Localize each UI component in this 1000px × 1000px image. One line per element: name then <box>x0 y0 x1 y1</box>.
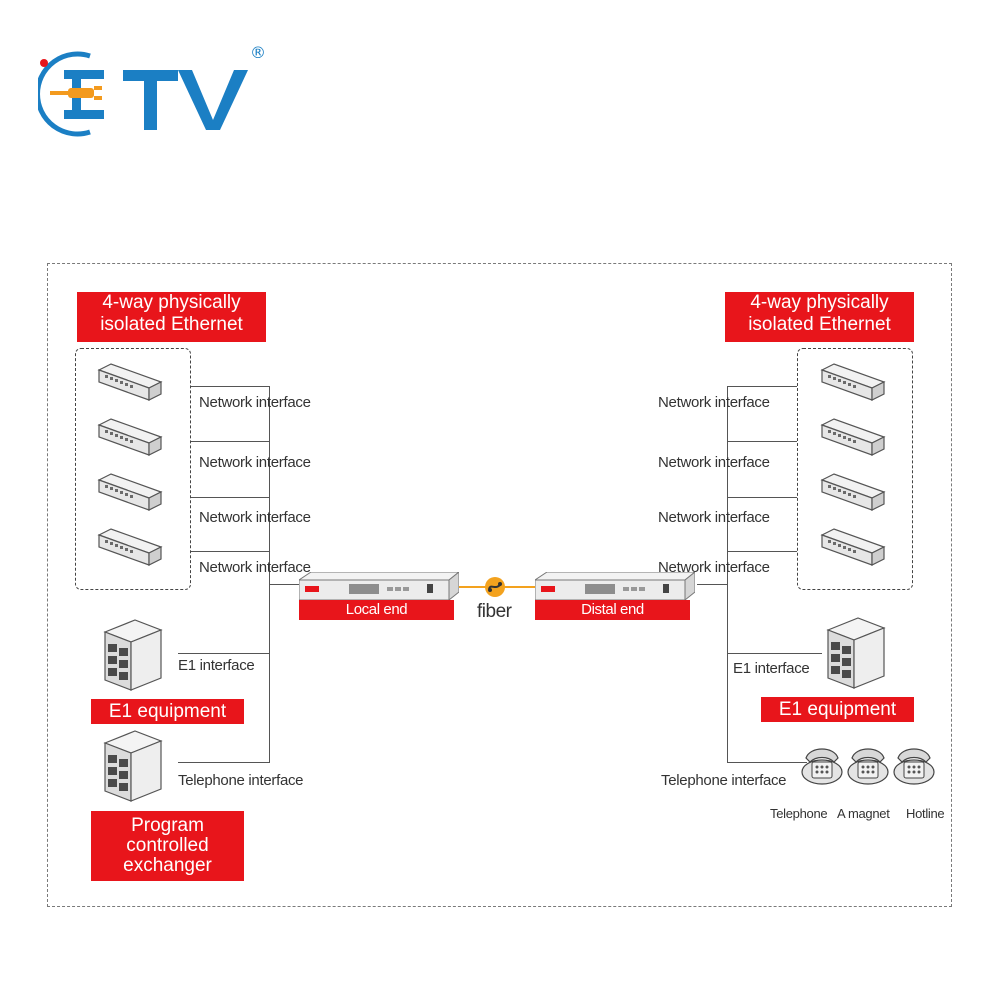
left-e1-interface-label: E1 interface <box>178 657 255 674</box>
left-link-phone <box>178 762 270 763</box>
left-switch-icon-4 <box>98 528 162 566</box>
registered-mark: ® <box>250 43 266 62</box>
etv-logo: ® <box>38 43 266 137</box>
left-link-1 <box>191 386 270 387</box>
left-network-interface-label: Network interface <box>199 394 311 411</box>
telephone-label: Telephone <box>770 806 828 821</box>
left-switch-group <box>75 348 191 590</box>
left-switch-icon-3 <box>98 473 162 511</box>
left-network-interface-label: Network interface <box>199 454 311 471</box>
left-link-4 <box>191 551 270 552</box>
right-switch-icon-3 <box>821 473 885 511</box>
magnet-label: A magnet <box>837 806 890 821</box>
right-switch-icon-1 <box>821 363 885 401</box>
hotline-phone-icon <box>893 748 935 785</box>
right-network-interface-label: Network interface <box>658 394 770 411</box>
left-link-e1 <box>178 653 270 654</box>
distal-end-label: Distal end <box>535 600 690 620</box>
left-switch-icon-1 <box>98 363 162 401</box>
right-link-device <box>697 584 728 585</box>
right-e1-server-icon <box>827 617 885 689</box>
left-telephone-interface-label: Telephone interface <box>178 772 304 789</box>
magnet-phone-icon <box>847 748 889 785</box>
left-link-device <box>269 584 299 585</box>
telephone-icon <box>801 748 843 785</box>
local-end-label: Local end <box>299 600 454 620</box>
right-bus-line <box>727 386 728 762</box>
right-link-2 <box>727 441 797 442</box>
left-bus-line <box>269 386 270 762</box>
right-network-interface-label: Network interface <box>658 559 770 576</box>
right-e1-equipment-title: E1 equipment <box>761 697 914 722</box>
fiber-label: fiber <box>477 601 512 622</box>
right-link-1 <box>727 386 797 387</box>
right-e1-interface-label: E1 interface <box>733 660 810 677</box>
right-switch-group <box>797 348 913 590</box>
left-network-interface-label: Network interface <box>199 559 311 576</box>
left-network-interface-label: Network interface <box>199 509 311 526</box>
hotline-label: Hotline <box>906 806 945 821</box>
local-end-device-icon <box>299 572 459 601</box>
right-switch-icon-2 <box>821 418 885 456</box>
distal-end-device-icon <box>535 572 695 601</box>
right-switch-icon-4 <box>821 528 885 566</box>
left-link-2 <box>191 441 270 442</box>
right-link-3 <box>727 497 797 498</box>
right-network-interface-label: Network interface <box>658 509 770 526</box>
left-e1-server-icon <box>104 619 162 691</box>
fiber-icon <box>485 577 505 597</box>
right-network-interface-label: Network interface <box>658 454 770 471</box>
left-switch-icon-2 <box>98 418 162 456</box>
right-link-e1 <box>727 653 822 654</box>
right-telephone-interface-label: Telephone interface <box>661 772 787 789</box>
right-link-4 <box>727 551 797 552</box>
diagram-frame <box>47 263 952 907</box>
left-link-3 <box>191 497 270 498</box>
pbx-server-icon <box>104 730 162 802</box>
right-link-phone <box>727 762 807 763</box>
left-e1-equipment-title: E1 equipment <box>91 699 244 724</box>
